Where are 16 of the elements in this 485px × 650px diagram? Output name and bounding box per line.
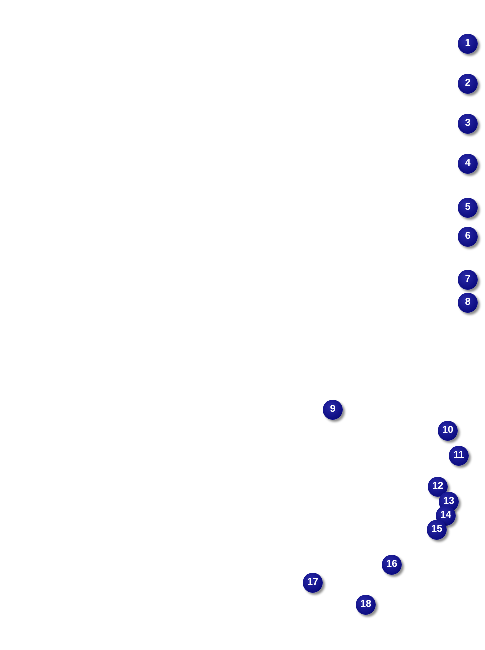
callout-number: 7 [458, 270, 478, 290]
callout-number: 3 [458, 114, 478, 134]
callout-number: 9 [323, 400, 343, 420]
callout-number: 11 [449, 446, 469, 466]
callout-number: 4 [458, 154, 478, 174]
callout-number: 15 [427, 520, 447, 540]
callout-number: 1 [458, 34, 478, 54]
callout-number: 18 [356, 595, 376, 615]
callout-number: 17 [303, 573, 323, 593]
callout-number: 6 [458, 227, 478, 247]
callout-number: 16 [382, 555, 402, 575]
callout-number: 10 [438, 421, 458, 441]
callout-number: 8 [458, 293, 478, 313]
callout-number: 5 [458, 198, 478, 218]
callout-number: 12 [428, 477, 448, 497]
callout-number: 2 [458, 74, 478, 94]
